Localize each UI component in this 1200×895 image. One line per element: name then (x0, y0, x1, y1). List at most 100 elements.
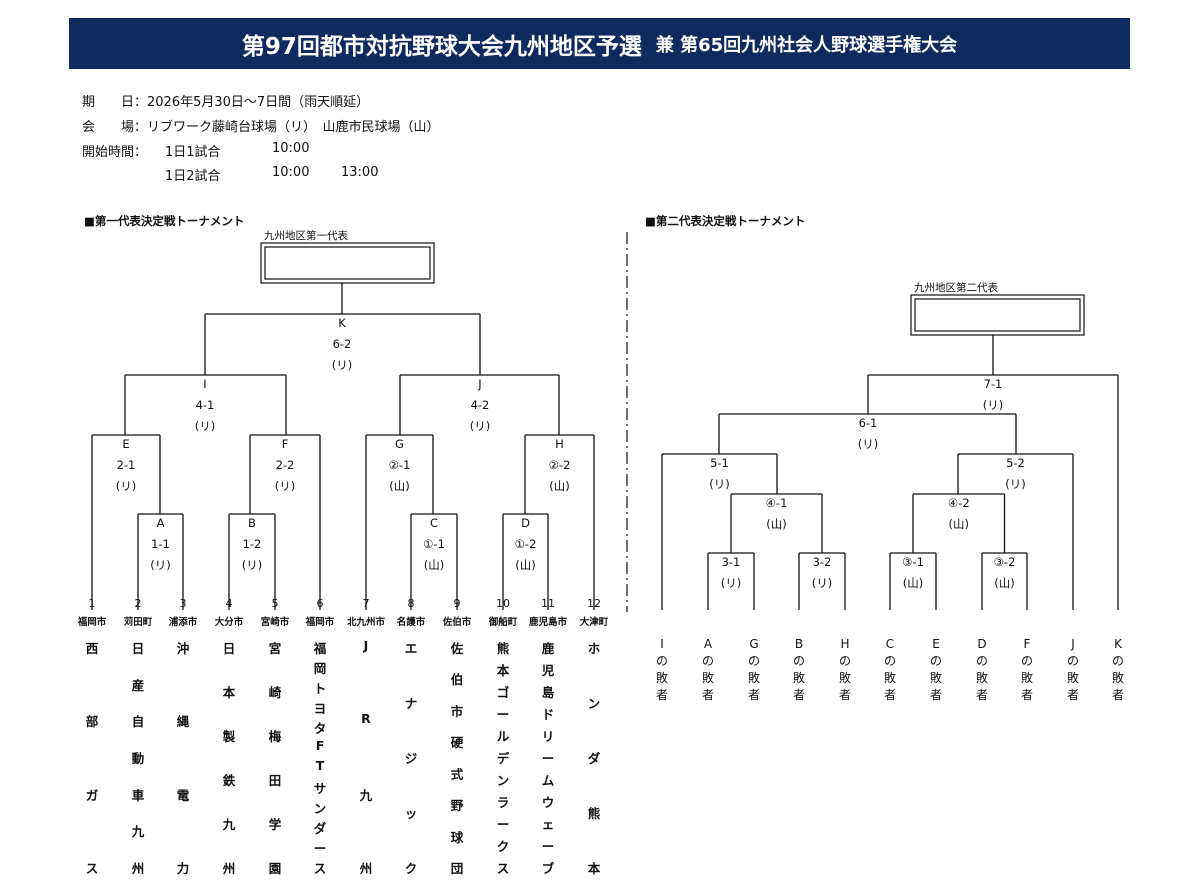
game-F-score: 2-2 (276, 458, 295, 472)
game-E-venue: (リ) (116, 479, 136, 493)
team-number: 3 (180, 597, 187, 610)
game-3-2-venue: (リ) (812, 576, 832, 590)
team-number: 4 (226, 597, 233, 610)
game-J-score: 4-2 (471, 398, 490, 412)
team-city: 宮崎市 (261, 616, 290, 628)
tournament-subtitle: 兼 第65回九州社会人野球選手権大会 (655, 34, 958, 56)
team-city: 福岡市 (305, 616, 335, 628)
second-rep-label: 九州地区第二代表 (914, 281, 998, 294)
game-J-id: J (477, 377, 481, 391)
venue-value: リブワーク藤崎台球場（リ） 山鹿市民球場（山） (147, 120, 440, 135)
second-section-title: ■第二代表決定戦トーナメント (645, 214, 806, 228)
game-7-1-score: 7-1 (984, 377, 1003, 391)
game-3-2y-venue: (山) (994, 576, 1014, 590)
game-K-id: K (338, 316, 346, 330)
team-number: 7 (363, 597, 370, 610)
game-3-1-venue: (リ) (721, 576, 741, 590)
team-number: 11 (541, 597, 555, 610)
game-5-2-venue: (リ) (1005, 477, 1025, 491)
team-number: 12 (587, 597, 601, 610)
time-row2-start2: 13:00 (341, 165, 379, 180)
game-B-id: B (248, 516, 256, 530)
game-3-2y-score: ③-2 (994, 555, 1016, 569)
first-rep-box-outer (260, 242, 435, 284)
time-label: 開始時間： (82, 145, 148, 160)
team-number: 5 (272, 597, 279, 610)
title-banner: 第97回都市対抗野球大会九州地区予選 兼 第65回九州社会人野球選手権大会 (69, 18, 1130, 69)
time-row1-games: 1日1試合 (165, 145, 221, 160)
game-4-1-venue: (山) (766, 517, 786, 531)
team-city: 苅田町 (124, 616, 153, 628)
team-number: 1 (89, 597, 96, 610)
first-rep-box-inner (264, 246, 431, 280)
game-K-score: 6-2 (333, 337, 352, 351)
team-city: 大津町 (580, 616, 609, 628)
game-3-1y-venue: (山) (903, 576, 923, 590)
game-C-score: ①-1 (423, 537, 445, 551)
game-D-venue: (山) (515, 558, 535, 572)
first-section-title: ■第一代表決定戦トーナメント (84, 214, 245, 228)
date-value: 2026年5月30日～7日間（雨天順延） (147, 95, 370, 110)
game-5-1-venue: (リ) (709, 477, 729, 491)
game-6-1-venue: (リ) (858, 437, 878, 451)
game-B-venue: (リ) (242, 558, 262, 572)
game-A-id: A (157, 516, 165, 530)
game-G-venue: (山) (389, 479, 409, 493)
second-rep-box-outer (910, 294, 1085, 336)
team-number: 10 (496, 597, 510, 610)
game-I-id: I (203, 377, 206, 391)
tournament-title: 第97回都市対抗野球大会九州地区予選 (241, 33, 642, 60)
team-city: 名護市 (397, 616, 426, 628)
team-number: 6 (317, 597, 324, 610)
game-D-score: ①-2 (515, 537, 537, 551)
game-7-1-venue: (リ) (983, 398, 1003, 412)
game-D-id: D (521, 516, 530, 530)
game-H-score: ②-2 (549, 458, 571, 472)
game-I-score: 4-1 (196, 398, 215, 412)
game-E-score: 2-1 (117, 458, 136, 472)
game-C-venue: (山) (424, 558, 444, 572)
team-city: 佐伯市 (442, 616, 472, 628)
venue-label: 会 場： (82, 120, 148, 135)
first-rep-label: 九州地区第一代表 (264, 229, 348, 242)
venue-row: 会 場：リブワーク藤崎台球場（リ） 山鹿市民球場（山） (82, 116, 440, 135)
time-row1-start: 10:00 (272, 141, 310, 156)
game-5-2-score: 5-2 (1006, 456, 1025, 470)
team-city: 福岡市 (77, 616, 107, 628)
date-label: 期 日： (82, 95, 148, 110)
game-G-id: G (395, 437, 404, 451)
game-A-score: 1-1 (151, 537, 170, 551)
game-F-id: F (282, 437, 289, 451)
team-number: 9 (454, 597, 461, 610)
game-4-2-venue: (山) (949, 517, 969, 531)
game-5-1-score: 5-1 (710, 456, 729, 470)
team-number: 2 (135, 597, 142, 610)
time-row2-start1: 10:00 (272, 165, 310, 180)
game-3-1-score: 3-1 (722, 555, 741, 569)
team-city: 北九州市 (347, 616, 386, 628)
game-C-id: C (430, 516, 438, 530)
game-3-2-score: 3-2 (813, 555, 832, 569)
team-city: 御船町 (488, 616, 518, 628)
team-city: 浦添市 (169, 616, 198, 628)
game-3-1y-score: ③-1 (902, 555, 924, 569)
game-6-1-score: 6-1 (859, 416, 878, 430)
game-H-id: H (555, 437, 564, 451)
team-city: 鹿児島市 (528, 616, 568, 628)
game-G-score: ②-1 (389, 458, 411, 472)
date-row: 期 日：2026年5月30日～7日間（雨天順延） (82, 91, 369, 110)
game-J-venue: (リ) (470, 419, 490, 433)
game-4-1-score: ④-1 (766, 496, 788, 510)
time-row2-games: 1日2試合 (165, 169, 221, 184)
